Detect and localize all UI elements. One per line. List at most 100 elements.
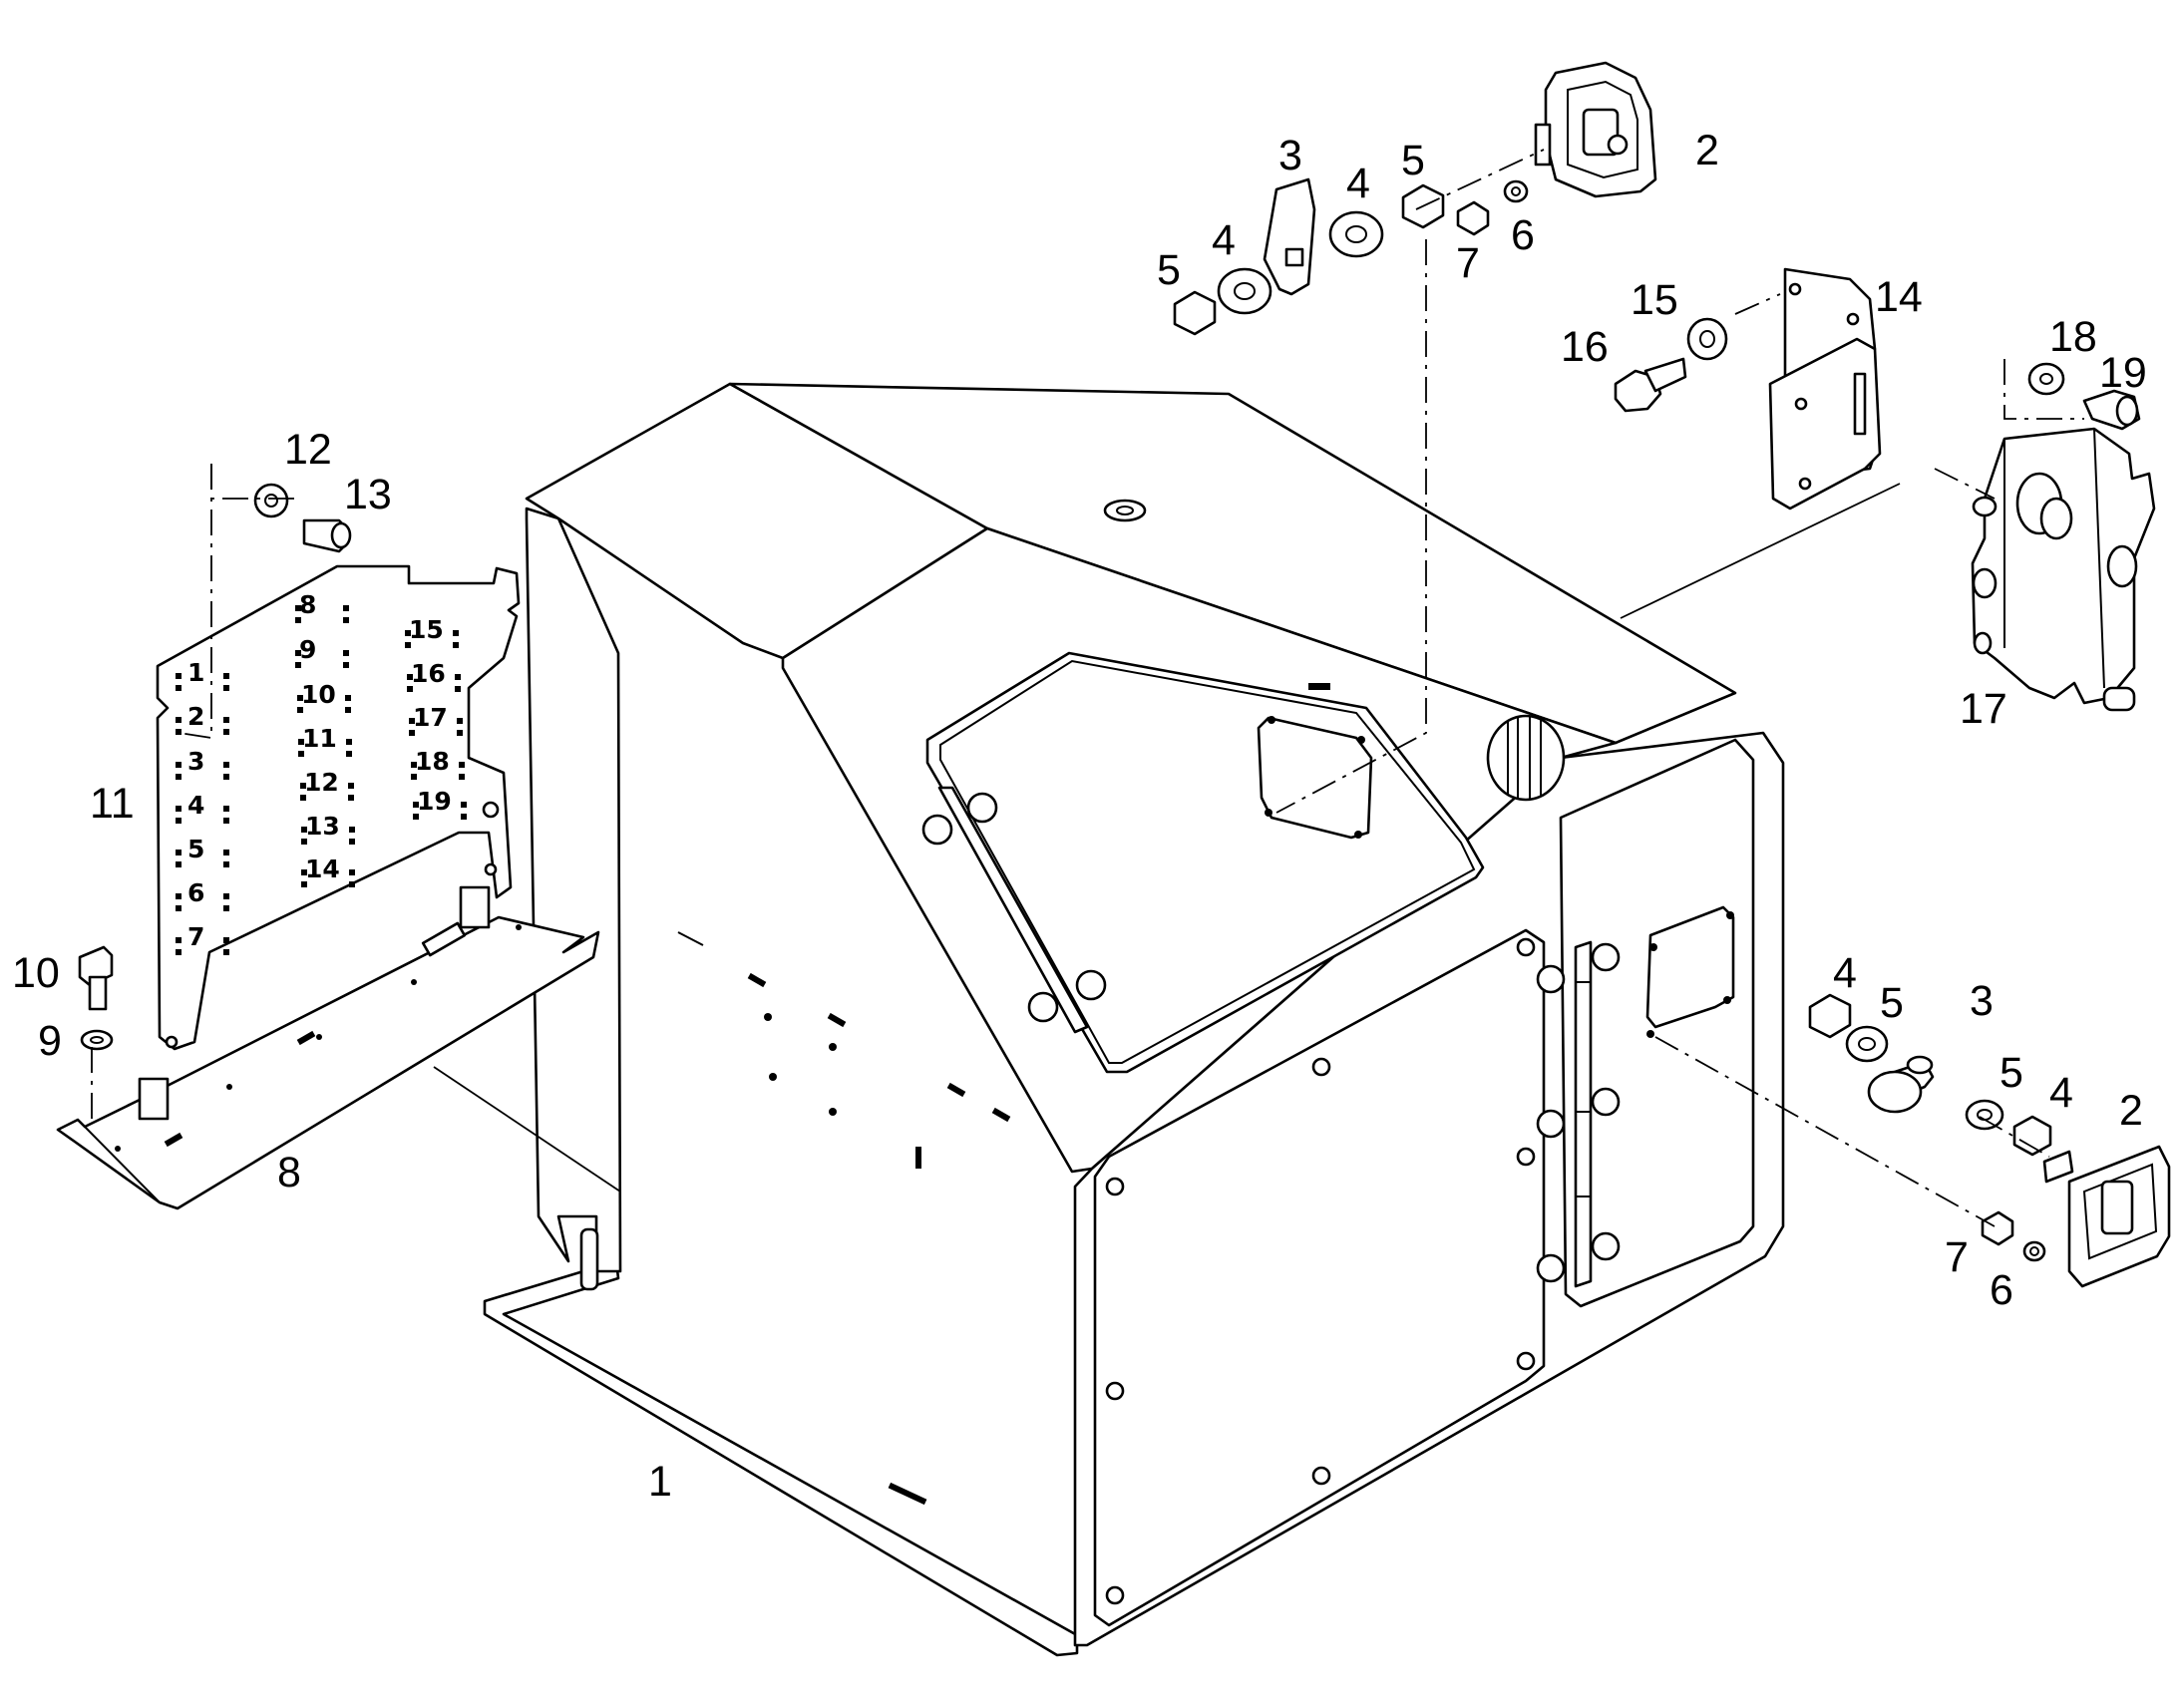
plate-hole: [455, 686, 461, 692]
plate-hole: [343, 617, 349, 623]
plate-hole: [345, 695, 351, 701]
plate-hole: [405, 630, 411, 636]
plate-hole: [301, 881, 307, 887]
plate-hole: [176, 850, 182, 855]
callout-17: 17: [1960, 685, 2007, 733]
cam-3-top: [1263, 177, 1316, 296]
screw-19: [2082, 389, 2141, 431]
plate-number-14: 14: [305, 854, 340, 883]
plate-hole: [349, 881, 355, 887]
plate-hole: [176, 729, 182, 735]
plate-hole: [223, 774, 229, 780]
callout-10: 10: [12, 949, 60, 997]
plate-hole: [295, 662, 301, 668]
plate-number-1: 1: [187, 658, 204, 687]
plate-hole: [298, 739, 304, 745]
plate-hole: [349, 827, 355, 833]
callout-12: 12: [284, 426, 332, 474]
plate-hole: [301, 827, 307, 833]
plate-hole: [459, 762, 465, 768]
housing-body: [483, 382, 1785, 1657]
plate-hole: [223, 893, 229, 899]
callout-6: 6: [1511, 211, 1535, 259]
plate-hole: [223, 861, 229, 867]
plate-number-15: 15: [409, 615, 444, 644]
plate-hole: [297, 695, 303, 701]
plate-hole: [176, 717, 182, 723]
plate-hole: [176, 685, 182, 691]
plate-hole: [298, 751, 304, 757]
bracket-14: [1768, 267, 1882, 511]
plate-number-13: 13: [305, 812, 340, 841]
plate-hole: [457, 730, 463, 736]
cam-3-bottom: [1867, 1055, 1935, 1114]
callout-2: 2: [1695, 127, 1719, 174]
plate-hole: [223, 717, 229, 723]
plate-hole: [223, 673, 229, 679]
tray-8: [56, 885, 600, 1210]
plate-hole: [223, 937, 229, 943]
plate-hole: [300, 795, 306, 801]
plate-hole: [343, 650, 349, 656]
plate-number-3: 3: [187, 747, 204, 776]
callout-5: 5: [1401, 137, 1425, 184]
callout-4: 4: [2049, 1069, 2073, 1117]
plate-number-12: 12: [304, 768, 339, 797]
callout-3: 3: [1278, 132, 1302, 179]
callout-5: 5: [1157, 246, 1181, 294]
callout-14: 14: [1875, 273, 1923, 321]
screw-13: [302, 518, 352, 553]
plate-hole: [411, 762, 417, 768]
plate-hole: [301, 839, 307, 845]
plate-hole: [411, 774, 417, 780]
callout-2: 2: [2119, 1087, 2143, 1135]
plate-hole: [453, 630, 459, 636]
callout-6: 6: [1990, 1266, 2013, 1314]
plate-hole: [223, 850, 229, 855]
callout-3: 3: [1970, 977, 1994, 1025]
plate-number-9: 9: [299, 635, 316, 664]
plate-holes: [176, 605, 467, 955]
plate-hole: [223, 818, 229, 824]
plate-number-8: 8: [299, 590, 316, 619]
plate-hole: [176, 762, 182, 768]
plate-number-19: 19: [417, 787, 452, 816]
plate-hole: [295, 650, 301, 656]
plate-number-7: 7: [187, 922, 204, 951]
leader-lines: [91, 149, 2084, 1227]
plate-hole: [176, 937, 182, 943]
plate-hole: [176, 806, 182, 812]
plate-11: [156, 564, 521, 1051]
callout-7: 7: [1945, 1233, 1969, 1281]
plate-hole: [461, 814, 467, 820]
plate-hole: [349, 839, 355, 845]
callout-16: 16: [1561, 323, 1609, 371]
washer-9: [80, 1029, 114, 1051]
plate-hole: [343, 605, 349, 611]
plate-hole: [413, 802, 419, 808]
callout-13: 13: [344, 471, 392, 518]
lock-2-top: [1534, 61, 1657, 198]
plate-hole: [455, 674, 461, 680]
plate-hole: [409, 730, 415, 736]
plate-hole: [176, 861, 182, 867]
plate-hole: [413, 814, 419, 820]
plate-hole: [223, 949, 229, 955]
plate-hole: [176, 905, 182, 911]
plate-hole: [407, 686, 413, 692]
callout-9: 9: [38, 1017, 62, 1065]
actuator-17: [1971, 427, 2156, 712]
washer-12: [253, 483, 289, 518]
plate-hole: [176, 949, 182, 955]
callout-8: 8: [277, 1149, 301, 1196]
plate-hole: [295, 605, 301, 611]
callout-18: 18: [2049, 313, 2097, 361]
plate-hole: [346, 751, 352, 757]
plate-hole: [343, 662, 349, 668]
washers-4-5-bottom: [1808, 993, 2052, 1262]
callout-5: 5: [1999, 1049, 2023, 1097]
plate-hole: [297, 707, 303, 713]
